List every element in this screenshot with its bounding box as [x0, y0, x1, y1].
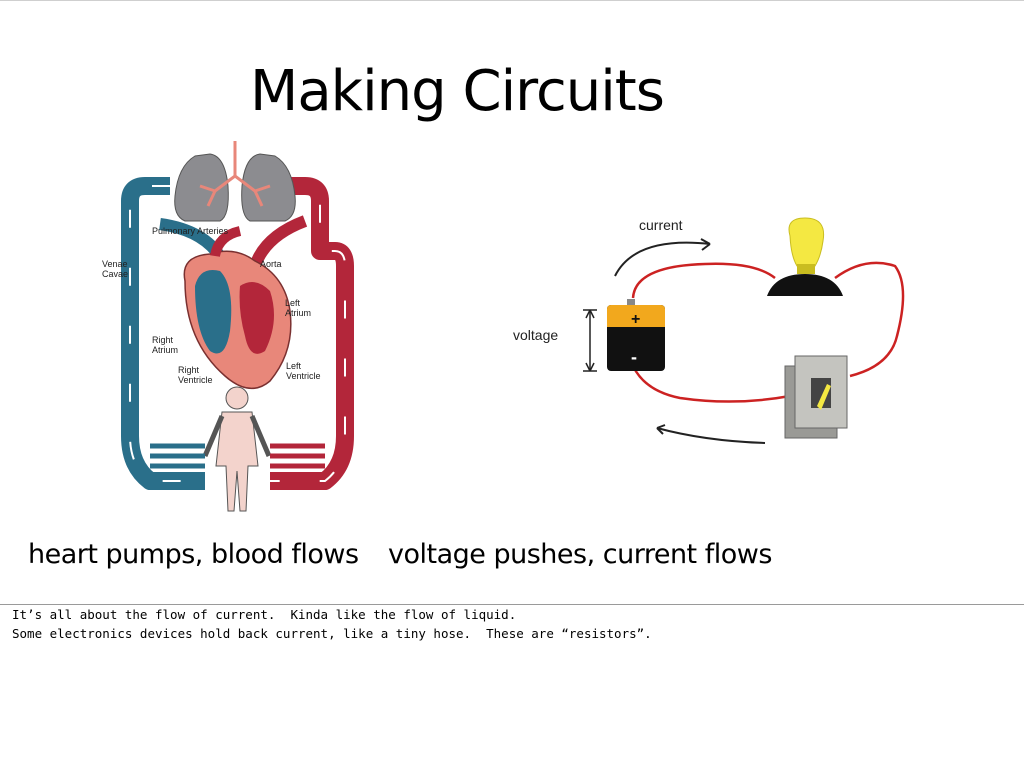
current-arrow-bottom: [656, 427, 766, 444]
label-left-atrium-2: Atrium: [285, 308, 311, 318]
label-right-ventricle-2: Ventricle: [178, 375, 213, 385]
caption-circuit: voltage pushes, current flows: [388, 539, 772, 570]
battery-plus-sign: +: [631, 311, 640, 328]
label-venae: Venae: [102, 259, 128, 269]
lungs-illustration: [174, 141, 296, 222]
battery-illustration: + -: [607, 299, 665, 371]
human-body-illustration: [202, 386, 272, 512]
label-current: current: [639, 217, 683, 233]
label-pulmonary-arteries: Pulmonary Arteries: [152, 226, 229, 236]
caption-heart: heart pumps, blood flows: [28, 539, 359, 570]
electric-circuit-diagram: current voltage + -: [513, 217, 905, 444]
heart-illustration: [183, 226, 292, 390]
label-right-atrium-1: Right: [152, 335, 174, 345]
label-left-atrium-1: Left: [285, 298, 301, 308]
switch-illustration: [784, 355, 848, 439]
label-right-atrium-2: Atrium: [152, 345, 178, 355]
slide-title: Making Circuits: [250, 59, 665, 124]
slide-canvas: Making Circuits: [0, 0, 1024, 570]
label-left-ventricle-1: Left: [286, 361, 302, 371]
label-left-ventricle-2: Ventricle: [286, 371, 321, 381]
battery-minus-sign: -: [631, 347, 637, 367]
notes-line: It’s all about the flow of current. Kind…: [12, 607, 517, 622]
label-right-ventricle-1: Right: [178, 365, 200, 375]
circulatory-system-diagram: Pulmonary Arteries Venae Cavae Aorta Lef…: [102, 141, 354, 512]
current-arrow-top: [614, 241, 711, 277]
notes-line: Some electronics devices hold back curre…: [12, 626, 652, 641]
speaker-notes[interactable]: It’s all about the flow of current. Kind…: [12, 605, 1012, 643]
notes-divider: [0, 604, 1024, 605]
light-bulb-illustration: [767, 217, 843, 296]
label-aorta: Aorta: [260, 259, 282, 269]
label-cavae: Cavae: [102, 269, 128, 279]
label-voltage: voltage: [513, 327, 558, 343]
